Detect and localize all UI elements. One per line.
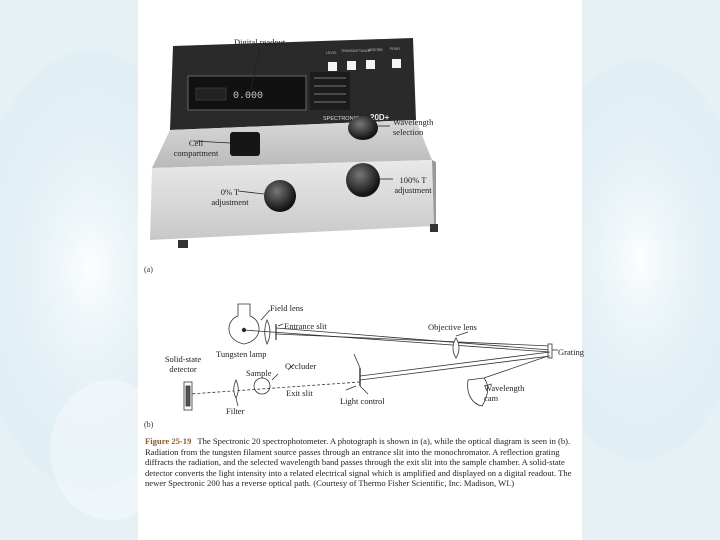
spectrophotometer-photo: 0.000 SPECTRONIC 20D+ LEVEL TRANSMITTANC… (150, 38, 438, 248)
panel-buttons: LEVEL TRANSMITTANCE ABSORB PRINT (326, 47, 401, 71)
panel-button-label: TRANSMITTANCE (341, 49, 371, 53)
label-hundred-t-adjustment: 100% T adjustment (394, 175, 432, 195)
label-digital-readout: Digital readout (234, 37, 286, 47)
subfigure-b-label: (b) (144, 420, 154, 429)
label-wavelength-selection: Wavelength selection (393, 117, 434, 137)
label-exit-slit: Exit slit (286, 388, 313, 398)
label-grating: Grating (558, 347, 584, 357)
panel-button-label: LEVEL (326, 51, 337, 55)
label-sample: Sample (246, 368, 272, 378)
label-occluder: Occluder (285, 361, 317, 371)
label-zero-t-adjustment: 0% T adjustment (211, 187, 249, 207)
panel-button-label: ABSORB (368, 48, 383, 52)
label-cell-compartment: Cell compartment (173, 138, 219, 158)
label-filter: Filter (226, 406, 245, 416)
optical-diagram (183, 303, 558, 411)
panel-button-label: PRINT (390, 47, 401, 51)
label-wavelength-cam: Wavelength cam (484, 383, 525, 403)
brand-label: SPECTRONIC (323, 116, 359, 122)
readout-digits: 0.000 (233, 91, 263, 102)
figure-number: Figure 25-19 (145, 436, 192, 446)
label-objective-lens: Objective lens (428, 322, 477, 332)
label-light-control: Light control (340, 396, 385, 406)
label-solid-state-detector: Solid-state detector (164, 354, 202, 374)
subfigure-a-label: (a) (144, 265, 153, 274)
label-field-lens: Field lens (270, 303, 304, 313)
label-tungsten-lamp: Tungsten lamp (216, 349, 267, 359)
caption-text: The Spectronic 20 spectrophotometer. A p… (145, 436, 572, 489)
model-label: 20D+ (370, 113, 390, 122)
label-entrance-slit: Entrance slit (284, 321, 327, 331)
